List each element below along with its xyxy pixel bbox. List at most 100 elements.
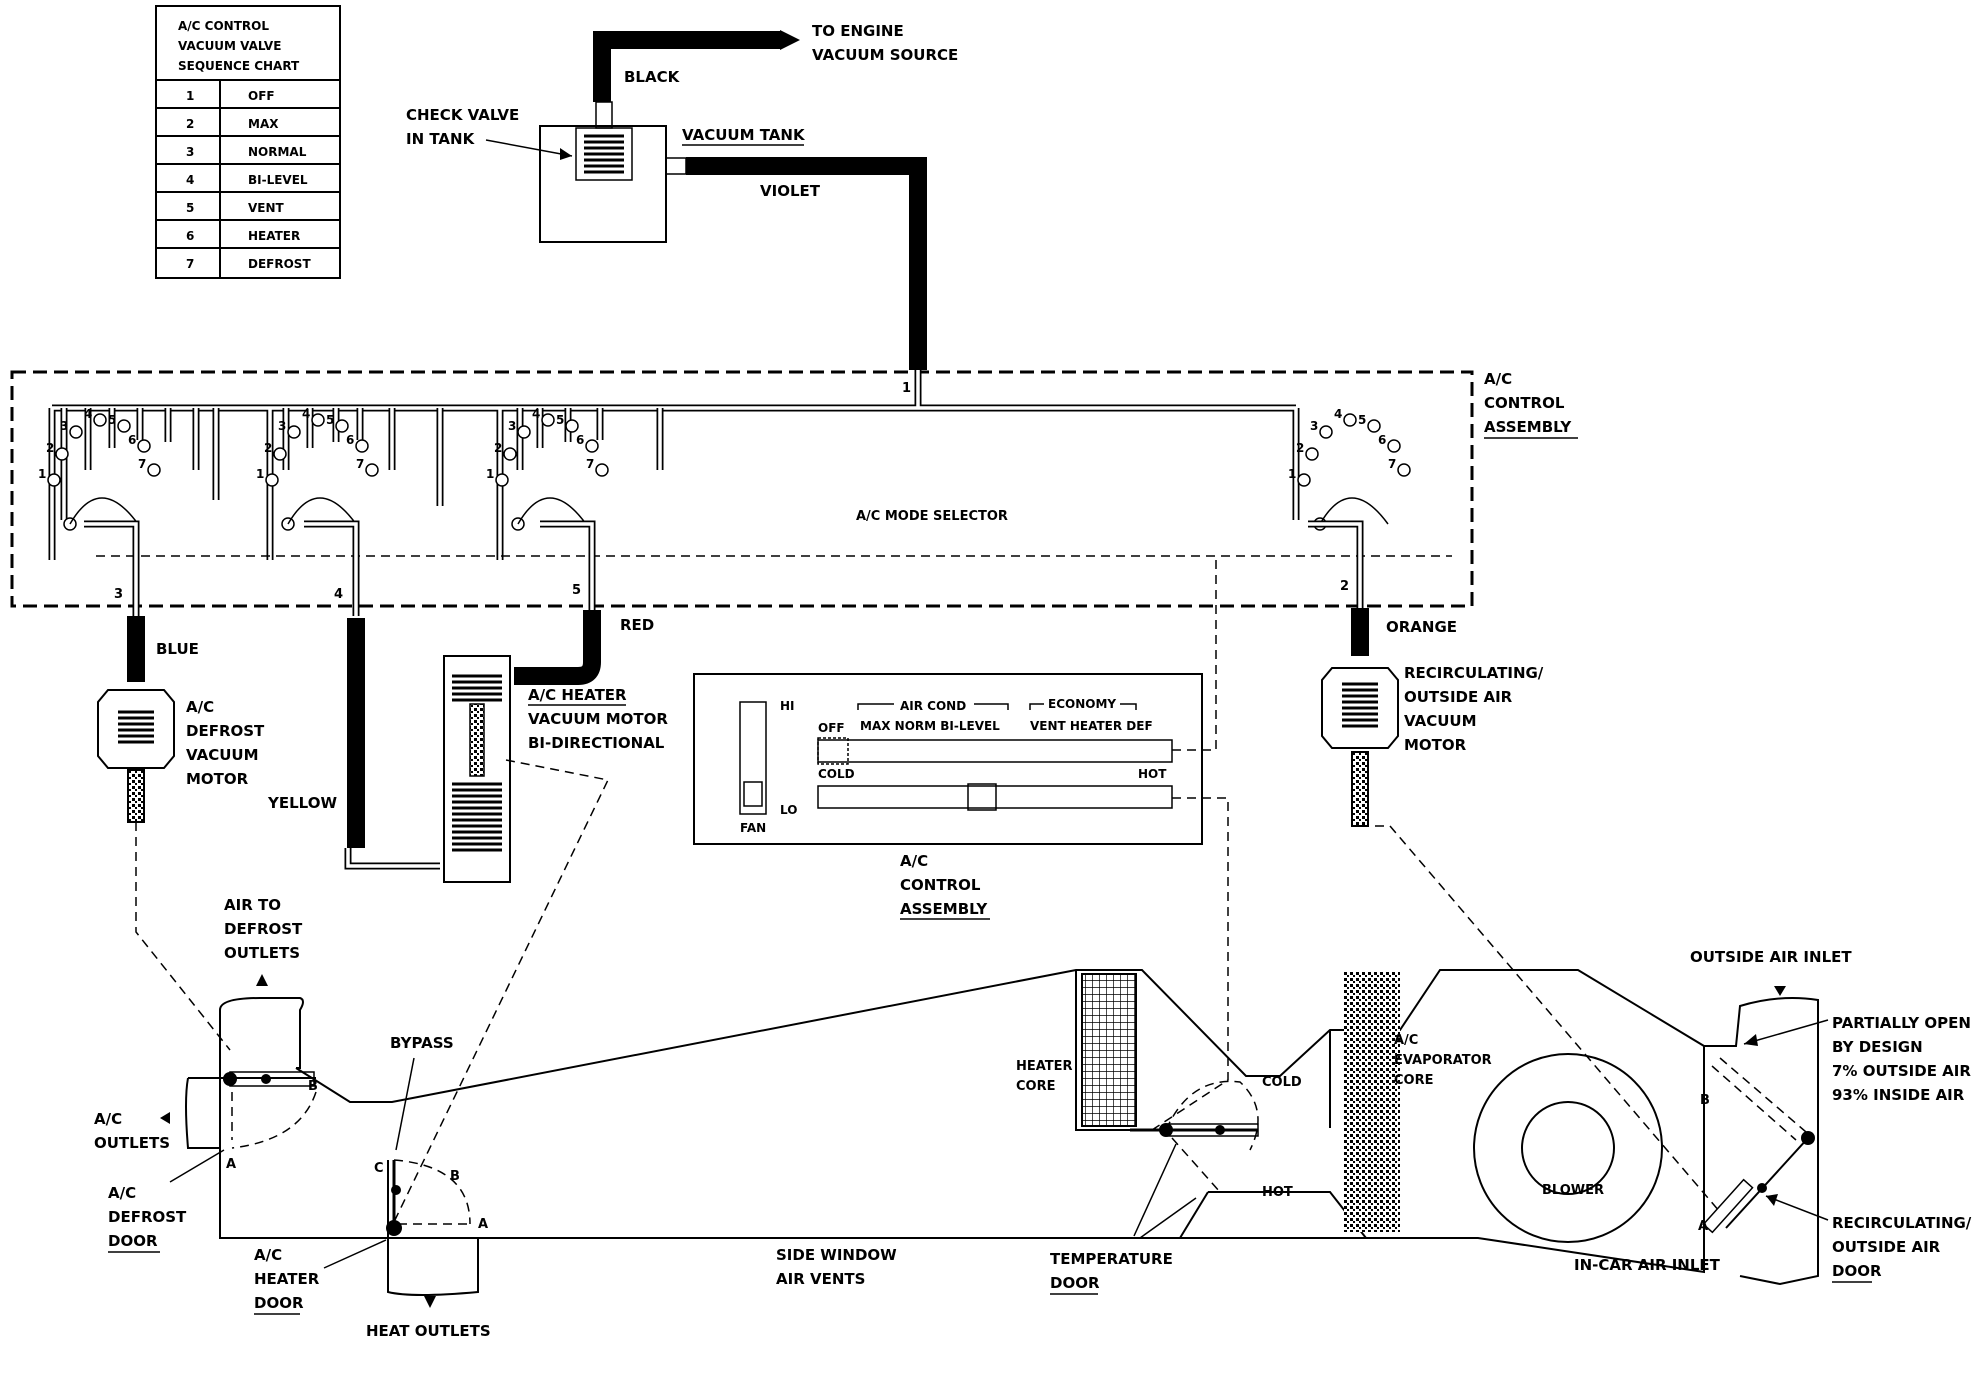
- sequence-row-number: 4: [186, 173, 194, 187]
- recirc-motor-label-1: RECIRCULATING/: [1404, 664, 1544, 682]
- temperature-door-label-2: DOOR: [1050, 1274, 1100, 1292]
- vacuum-tank-assembly: TO ENGINE VACUUM SOURCE BLACK CHECK VALV…: [406, 22, 958, 370]
- check-valve-label-2: IN TANK: [406, 130, 476, 148]
- mode-selector-label: A/C MODE SELECTOR: [856, 509, 1008, 524]
- partially-open-label-1: PARTIALLY OPEN: [1832, 1014, 1971, 1032]
- valve-port-number: 1: [1288, 467, 1296, 481]
- vacuum-tank: [539, 125, 667, 243]
- valve-port-number: 1: [256, 467, 264, 481]
- sequence-row-mode: DEFROST: [248, 257, 311, 271]
- valve-port-number: 2: [494, 441, 502, 455]
- orange-hose-group: ORANGE RECIRCULATING/ OUTSIDE AIR VACUUM…: [1321, 608, 1544, 827]
- outside-air-inlet-label: OUTSIDE AIR INLET: [1690, 948, 1852, 966]
- fan-lo-label: LO: [780, 803, 797, 817]
- ac-modes-label: MAX NORM BI-LEVEL: [860, 719, 1000, 733]
- temp-door-hot-label: HOT: [1262, 1185, 1293, 1200]
- mode-slider-knob[interactable]: [817, 737, 849, 765]
- valve-port-number: 6: [1378, 433, 1386, 447]
- evaporator-label-3: CORE: [1394, 1073, 1433, 1088]
- fan-hi-label: HI: [780, 699, 795, 713]
- engine-source-label-1: TO ENGINE: [812, 22, 904, 40]
- heater-door-letter-a: A: [478, 1217, 488, 1232]
- sequence-chart: A/C CONTROL VACUUM VALVE SEQUENCE CHART …: [155, 5, 341, 279]
- valve-port-number: 7: [356, 457, 364, 471]
- air-to-defrost-label-1: AIR TO: [224, 896, 281, 914]
- supply-port-number: 1: [902, 381, 911, 396]
- valve-port-number: 3: [278, 419, 286, 433]
- valve-port-number: 1: [486, 467, 494, 481]
- sequence-chart-title-1: A/C CONTROL: [178, 19, 269, 33]
- defrost-motor-label-1: A/C: [186, 698, 214, 716]
- sequence-row-mode: BI-LEVEL: [248, 173, 308, 187]
- temp-hot-label: HOT: [1138, 767, 1167, 781]
- ac-control-assembly: A/C CONTROL ASSEMBLY 1 A/C MODE SELECTOR…: [10, 370, 1578, 616]
- mode-slider-track[interactable]: [817, 739, 1173, 763]
- defrost-motor-label-4: MOTOR: [186, 770, 249, 788]
- linkage-lines: [135, 556, 1721, 1223]
- sequence-chart-title-2: VACUUM VALVE: [178, 39, 281, 53]
- ac-outlets-label-1: A/C: [94, 1110, 122, 1128]
- engine-arrow-icon: [780, 30, 800, 50]
- fan-label: FAN: [740, 821, 766, 835]
- orange-hose-label: ORANGE: [1386, 618, 1457, 636]
- valve-port-number: 4: [532, 407, 540, 421]
- air-to-defrost-label-2: DEFROST: [224, 920, 303, 938]
- heater-core-label-1: HEATER: [1016, 1059, 1073, 1074]
- black-hose-label: BLACK: [624, 68, 681, 86]
- economy-modes-label: VENT HEATER DEF: [1030, 719, 1153, 733]
- valve-port-number: 6: [346, 433, 354, 447]
- defrost-door-label-3: DOOR: [108, 1232, 158, 1250]
- sequence-row-mode: MAX: [248, 117, 279, 131]
- violet-hose-label: VIOLET: [760, 182, 821, 200]
- yellow-hose-group: YELLOW: [267, 618, 440, 870]
- heater-motor-label-3: BI-DIRECTIONAL: [528, 734, 665, 752]
- valve-port-number: 6: [128, 433, 136, 447]
- red-hose-group: RED A/C HEATER VACUUM MOTOR BI-DIRECTION…: [443, 610, 668, 883]
- recirc-door-letter-a: A: [1698, 1219, 1708, 1234]
- blue-hose-label: BLUE: [156, 640, 199, 658]
- outlet-port-number: 4: [334, 587, 343, 602]
- economy-group-label: ECONOMY: [1048, 697, 1116, 711]
- sequence-row-mode: HEATER: [248, 229, 300, 243]
- temp-slider-knob[interactable]: [967, 783, 997, 811]
- temp-slider-track[interactable]: [817, 785, 1173, 809]
- blower-housing: [1473, 1053, 1663, 1243]
- sequence-row-number: 2: [186, 117, 194, 131]
- defrost-door-letter-b: B: [308, 1079, 318, 1094]
- sequence-row-number: 3: [186, 145, 194, 159]
- fan-slider-knob[interactable]: [743, 781, 763, 807]
- recirc-motor-label-4: MOTOR: [1404, 736, 1467, 754]
- yellow-hose-label: YELLOW: [267, 794, 337, 812]
- heater-core: [1081, 973, 1137, 1127]
- ac-control-panel: HI LO FAN AIR COND ECONOMY OFF MAX NORM …: [693, 673, 1203, 920]
- blower-label: BLOWER: [1542, 1183, 1604, 1198]
- valve-port-number: 2: [264, 441, 272, 455]
- panel-caption-1: A/C: [900, 852, 928, 870]
- defrost-door-label-2: DEFROST: [108, 1208, 187, 1226]
- outlet-port-number: 2: [1340, 579, 1349, 594]
- valve-port-number: 7: [586, 457, 594, 471]
- heater-core-label-2: CORE: [1016, 1079, 1055, 1094]
- sequence-row-mode: OFF: [248, 89, 275, 103]
- off-label: OFF: [818, 721, 845, 735]
- outlet-port-number: 3: [114, 587, 123, 602]
- sequence-row-number: 7: [186, 257, 194, 271]
- defrost-door-label-1: A/C: [108, 1184, 136, 1202]
- heater-motor-label-2: VACUUM MOTOR: [528, 710, 668, 728]
- valve-port-number: 4: [1334, 407, 1342, 421]
- evaporator-label-2: EVAPORATOR: [1394, 1053, 1492, 1068]
- recirc-door-label-1: RECIRCULATING/: [1832, 1214, 1972, 1232]
- defrost-motor-label-3: VACUUM: [186, 746, 259, 764]
- valve-port-number: 3: [508, 419, 516, 433]
- valve-port-number: 5: [556, 413, 564, 427]
- heater-door-label-3: DOOR: [254, 1294, 304, 1312]
- partially-open-label-4: 93% INSIDE AIR: [1832, 1086, 1965, 1104]
- valve-port-number: 3: [60, 419, 68, 433]
- sequence-row-number: 1: [186, 89, 194, 103]
- heater-door-letter-c: C: [374, 1161, 384, 1176]
- bypass-label: BYPASS: [390, 1034, 454, 1052]
